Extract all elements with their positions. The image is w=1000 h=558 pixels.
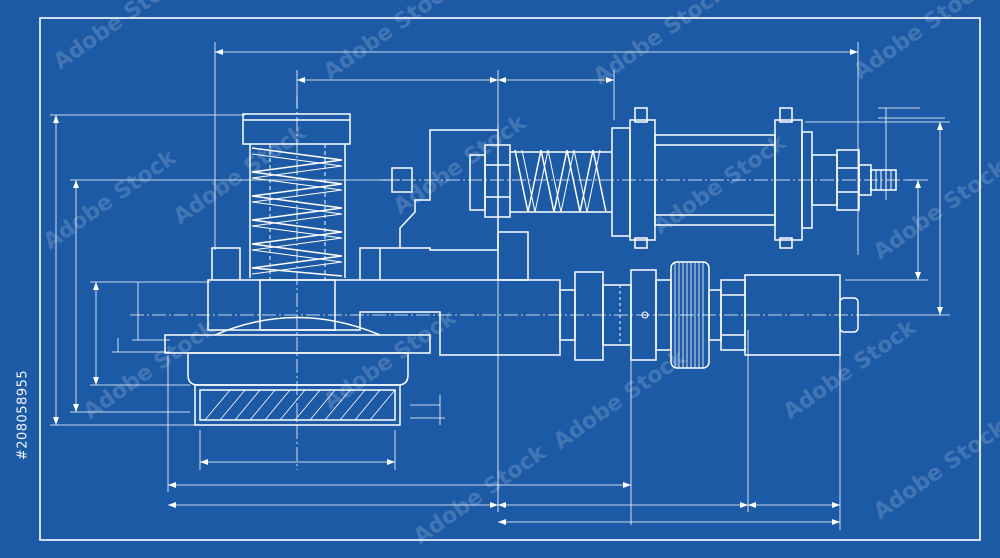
dimension-lines (50, 42, 950, 530)
pneumatic-cylinder (611, 107, 813, 249)
shaft-end (708, 274, 859, 356)
watermark: Adobe Stock Adobe Stock Adobe Stock Adob… (39, 0, 1000, 550)
stop-pin (391, 167, 413, 193)
watermark-text: Adobe Stock (49, 0, 192, 75)
shaft-assembly (559, 269, 672, 361)
main-body (207, 279, 561, 356)
drawing-frame (39, 17, 981, 541)
compression-spring (249, 144, 346, 278)
piston-head (187, 352, 409, 426)
watermark-text: Adobe Stock (409, 440, 552, 550)
watermark-text: Adobe Stock (849, 0, 992, 85)
stock-id-text: #208058955 (15, 369, 31, 461)
assembly-parts (164, 107, 897, 426)
return-spring (510, 149, 612, 213)
watermark-text: Adobe Stock (169, 120, 312, 230)
watermark-text: Adobe Stock (319, 0, 462, 85)
section-marks (641, 311, 649, 319)
watermark-text: Adobe Stock (649, 130, 792, 240)
spring-cap (242, 113, 351, 145)
stock-id-label: #208058955 (10, 300, 36, 530)
dimension-arrows (53, 49, 943, 525)
watermark-text: Adobe Stock (779, 315, 922, 425)
rod-nut (469, 144, 511, 218)
cylinder-rod-end (811, 149, 897, 211)
watermark-text: Adobe Stock (589, 0, 732, 90)
watermark-text: Adobe Stock (39, 145, 182, 255)
